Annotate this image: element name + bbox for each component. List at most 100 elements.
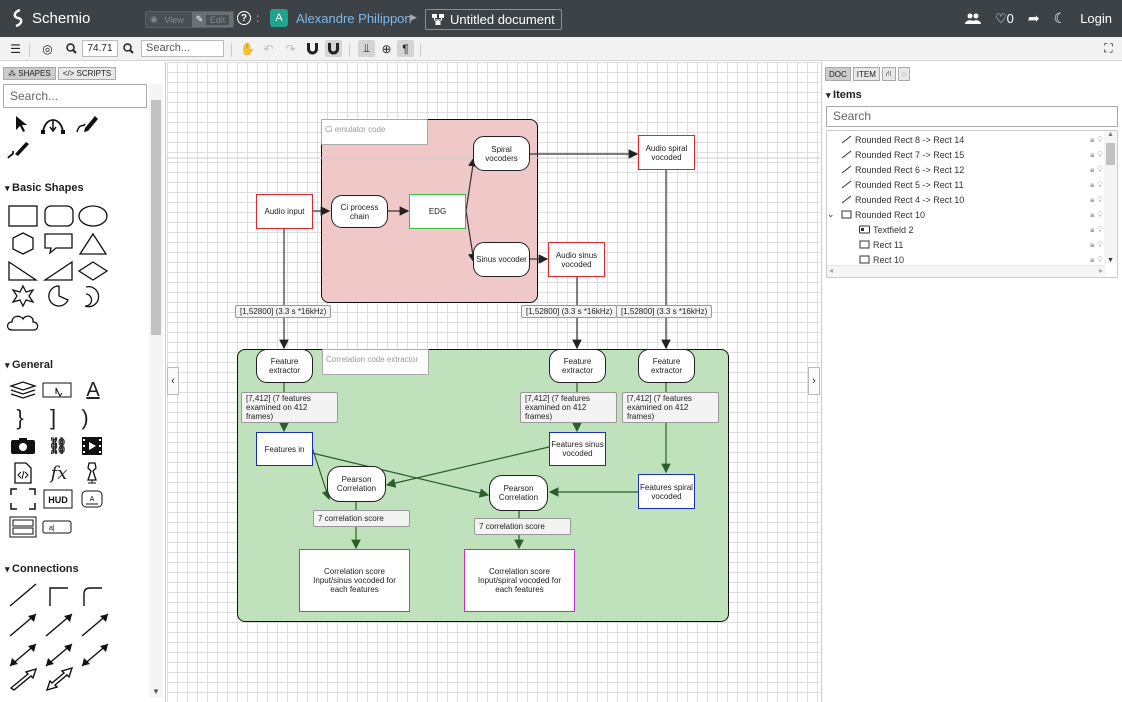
elbow-connector-icon[interactable] xyxy=(50,588,68,606)
pearson-correlation-2-node[interactable]: Pearson Correlation xyxy=(489,475,548,511)
scroll-down-icon[interactable]: ▼ xyxy=(152,687,160,696)
lock-icon[interactable]: 🔒︎ xyxy=(1090,180,1094,190)
lock-visibility-icons[interactable]: 🔒︎💡︎ xyxy=(1090,225,1103,235)
button-shape-icon[interactable]: A xyxy=(77,487,107,511)
tree-item[interactable]: Textfield 2🔒︎💡︎ xyxy=(827,222,1103,237)
section-basic-shapes[interactable]: Basic Shapes xyxy=(5,182,84,194)
lock-icon[interactable]: 🔒︎ xyxy=(1090,165,1094,175)
menu-icon[interactable]: ☰ xyxy=(7,40,24,57)
magnet-icon[interactable] xyxy=(304,40,321,57)
edit-mode-button[interactable]: ✎ Edit xyxy=(192,12,234,27)
function-shape-icon[interactable]: fx xyxy=(44,461,74,485)
mannequin-shape-icon[interactable] xyxy=(77,461,107,485)
user-name-link[interactable]: Alexandre Philippon xyxy=(296,11,412,26)
features-label-2[interactable]: [7,412] (7 features examined on 412 fram… xyxy=(520,392,617,423)
feature-extractor-3-node[interactable]: Feature extractor xyxy=(638,349,695,383)
visibility-icon[interactable]: 💡︎ xyxy=(1097,135,1103,145)
lock-visibility-icons[interactable]: 🔒︎💡︎ xyxy=(1090,150,1103,160)
audio-sinus-node[interactable]: Audio sinus vocoded xyxy=(548,242,605,277)
scrollbar-thumb[interactable] xyxy=(151,100,161,335)
cloud-shape-icon[interactable] xyxy=(6,310,42,334)
correlation-label-2[interactable]: 7 correlation score xyxy=(474,518,571,535)
lock-visibility-icons[interactable]: 🔒︎💡︎ xyxy=(1090,255,1103,265)
tree-item[interactable]: Rounded Rect 7 -> Rect 15🔒︎💡︎ xyxy=(827,147,1103,162)
visibility-icon[interactable]: 💡︎ xyxy=(1097,225,1103,235)
lock-icon[interactable]: 🔒︎ xyxy=(1090,255,1094,265)
spiral-vocoders-node[interactable]: Spiral vocoders xyxy=(473,136,530,171)
curved-elbow-connector-icon[interactable] xyxy=(84,588,102,606)
visibility-icon[interactable]: 💡︎ xyxy=(1097,255,1103,265)
camera-shape-icon[interactable] xyxy=(8,434,38,458)
star-shape-icon[interactable] xyxy=(13,286,33,306)
triangle-shape-icon[interactable] xyxy=(80,234,106,254)
visibility-icon[interactable]: 💡︎ xyxy=(1097,195,1103,205)
features-label-3[interactable]: [7,412] (7 features examined on 412 fram… xyxy=(622,392,719,423)
lock-visibility-icons[interactable]: 🔒︎💡︎ xyxy=(1090,240,1103,250)
tab-behavior-icon[interactable]: ⛙ xyxy=(882,67,896,81)
paragraph-icon[interactable]: ¶ xyxy=(397,40,414,57)
zoom-out-icon[interactable] xyxy=(63,40,80,57)
signal-label-1[interactable]: [1,52800] (3.3 s *16kHz) xyxy=(235,305,331,318)
features-sinus-node[interactable]: Features sinus vocoded xyxy=(549,432,606,466)
tree-item[interactable]: Rounded Rect 6 -> Rect 12🔒︎💡︎ xyxy=(827,162,1103,177)
arc-shape-icon[interactable] xyxy=(85,287,99,307)
visibility-icon[interactable]: 💡︎ xyxy=(1097,150,1103,160)
pointer-tool-icon[interactable] xyxy=(6,112,36,136)
lock-icon[interactable]: 🔒︎ xyxy=(1090,150,1094,160)
correlation-label-1[interactable]: 7 correlation score xyxy=(313,510,410,527)
diagram-canvas[interactable]: Ci emulator code Correlation code extrac… xyxy=(167,62,820,702)
lock-icon[interactable]: 🔒︎ xyxy=(1090,240,1094,250)
visibility-icon[interactable]: 💡︎ xyxy=(1097,210,1103,220)
lock-icon[interactable]: 🔒︎ xyxy=(1090,195,1094,205)
lock-visibility-icons[interactable]: 🔒︎💡︎ xyxy=(1090,195,1103,205)
section-general[interactable]: General xyxy=(5,359,53,371)
film-shape-icon[interactable] xyxy=(77,434,107,458)
tree-item[interactable]: Rect 10🔒︎💡︎ xyxy=(827,252,1103,267)
ellipse-shape-icon[interactable] xyxy=(79,206,107,226)
canvas-search-input[interactable]: Search... xyxy=(141,40,224,57)
lock-icon[interactable]: 🔒︎ xyxy=(1090,210,1094,220)
view-edit-toggle[interactable]: ◉ View ✎ Edit xyxy=(145,11,234,28)
tree-scrollbar[interactable]: ▲ ▼ xyxy=(1104,131,1117,264)
hud-shape-icon[interactable]: HUD xyxy=(43,487,73,511)
avatar[interactable]: A xyxy=(270,9,288,27)
undo-icon[interactable]: ↶ xyxy=(260,40,277,57)
share-icon[interactable]: ➦ xyxy=(1028,10,1040,27)
comment-shape-icon[interactable] xyxy=(45,234,72,253)
lock-visibility-icons[interactable]: 🔒︎💡︎ xyxy=(1090,180,1103,190)
section-connections[interactable]: Connections xyxy=(5,563,79,575)
correlation-score-spiral-node[interactable]: Correlation score Input/spiral vocoded f… xyxy=(464,549,575,612)
lock-visibility-icons[interactable]: 🔒︎💡︎ xyxy=(1090,165,1103,175)
paren-shape-icon[interactable]: ) xyxy=(70,406,100,430)
pie-shape-icon[interactable] xyxy=(49,286,68,306)
line-connector-icon[interactable] xyxy=(10,584,36,606)
app-logo[interactable]: Schemio xyxy=(10,9,90,27)
connector-edg-to-spiral[interactable] xyxy=(466,158,474,211)
crosshair-icon[interactable]: ⊕ xyxy=(378,40,395,57)
feature-extractor-1-node[interactable]: Feature extractor xyxy=(256,349,313,383)
collapse-right-panel-icon[interactable]: › xyxy=(808,367,820,395)
lock-icon[interactable]: 🔒︎ xyxy=(1090,135,1094,145)
login-link[interactable]: Login xyxy=(1080,11,1112,26)
tab-shapes[interactable]: ⁂ SHAPES xyxy=(3,67,56,80)
fat-double-arrow-connector-icon[interactable] xyxy=(47,668,72,690)
likes-button[interactable]: ♡0 xyxy=(995,11,1014,27)
features-in-node[interactable]: Features in xyxy=(256,432,313,466)
lock-visibility-icons[interactable]: 🔒︎💡︎ xyxy=(1090,210,1103,220)
curve-tool-icon[interactable] xyxy=(38,112,68,136)
shapes-scrollbar[interactable] xyxy=(149,84,163,698)
tab-item[interactable]: ITEM xyxy=(853,67,880,81)
shapes-search-input[interactable]: Search... xyxy=(3,84,147,108)
signal-label-2[interactable]: [1,52800] (3.3 s *16kHz) xyxy=(521,305,617,318)
fullscreen-icon[interactable]: ⛶ xyxy=(1100,40,1117,57)
frame-shape-icon[interactable] xyxy=(8,487,38,511)
link-chain-icon[interactable]: ⛓ xyxy=(43,434,73,458)
link-shape-icon[interactable] xyxy=(42,378,72,402)
tab-doc[interactable]: DOC xyxy=(825,67,851,81)
hand-pan-icon[interactable]: ✋ xyxy=(239,40,256,57)
items-search-input[interactable]: Search xyxy=(826,106,1118,127)
features-spiral-node[interactable]: Features spiral vocoded xyxy=(638,474,695,509)
collapse-left-panel-icon[interactable]: ‹ xyxy=(167,367,179,395)
feature-extractor-2-node[interactable]: Feature extractor xyxy=(549,349,606,383)
visibility-icon[interactable]: 💡︎ xyxy=(1097,240,1103,250)
